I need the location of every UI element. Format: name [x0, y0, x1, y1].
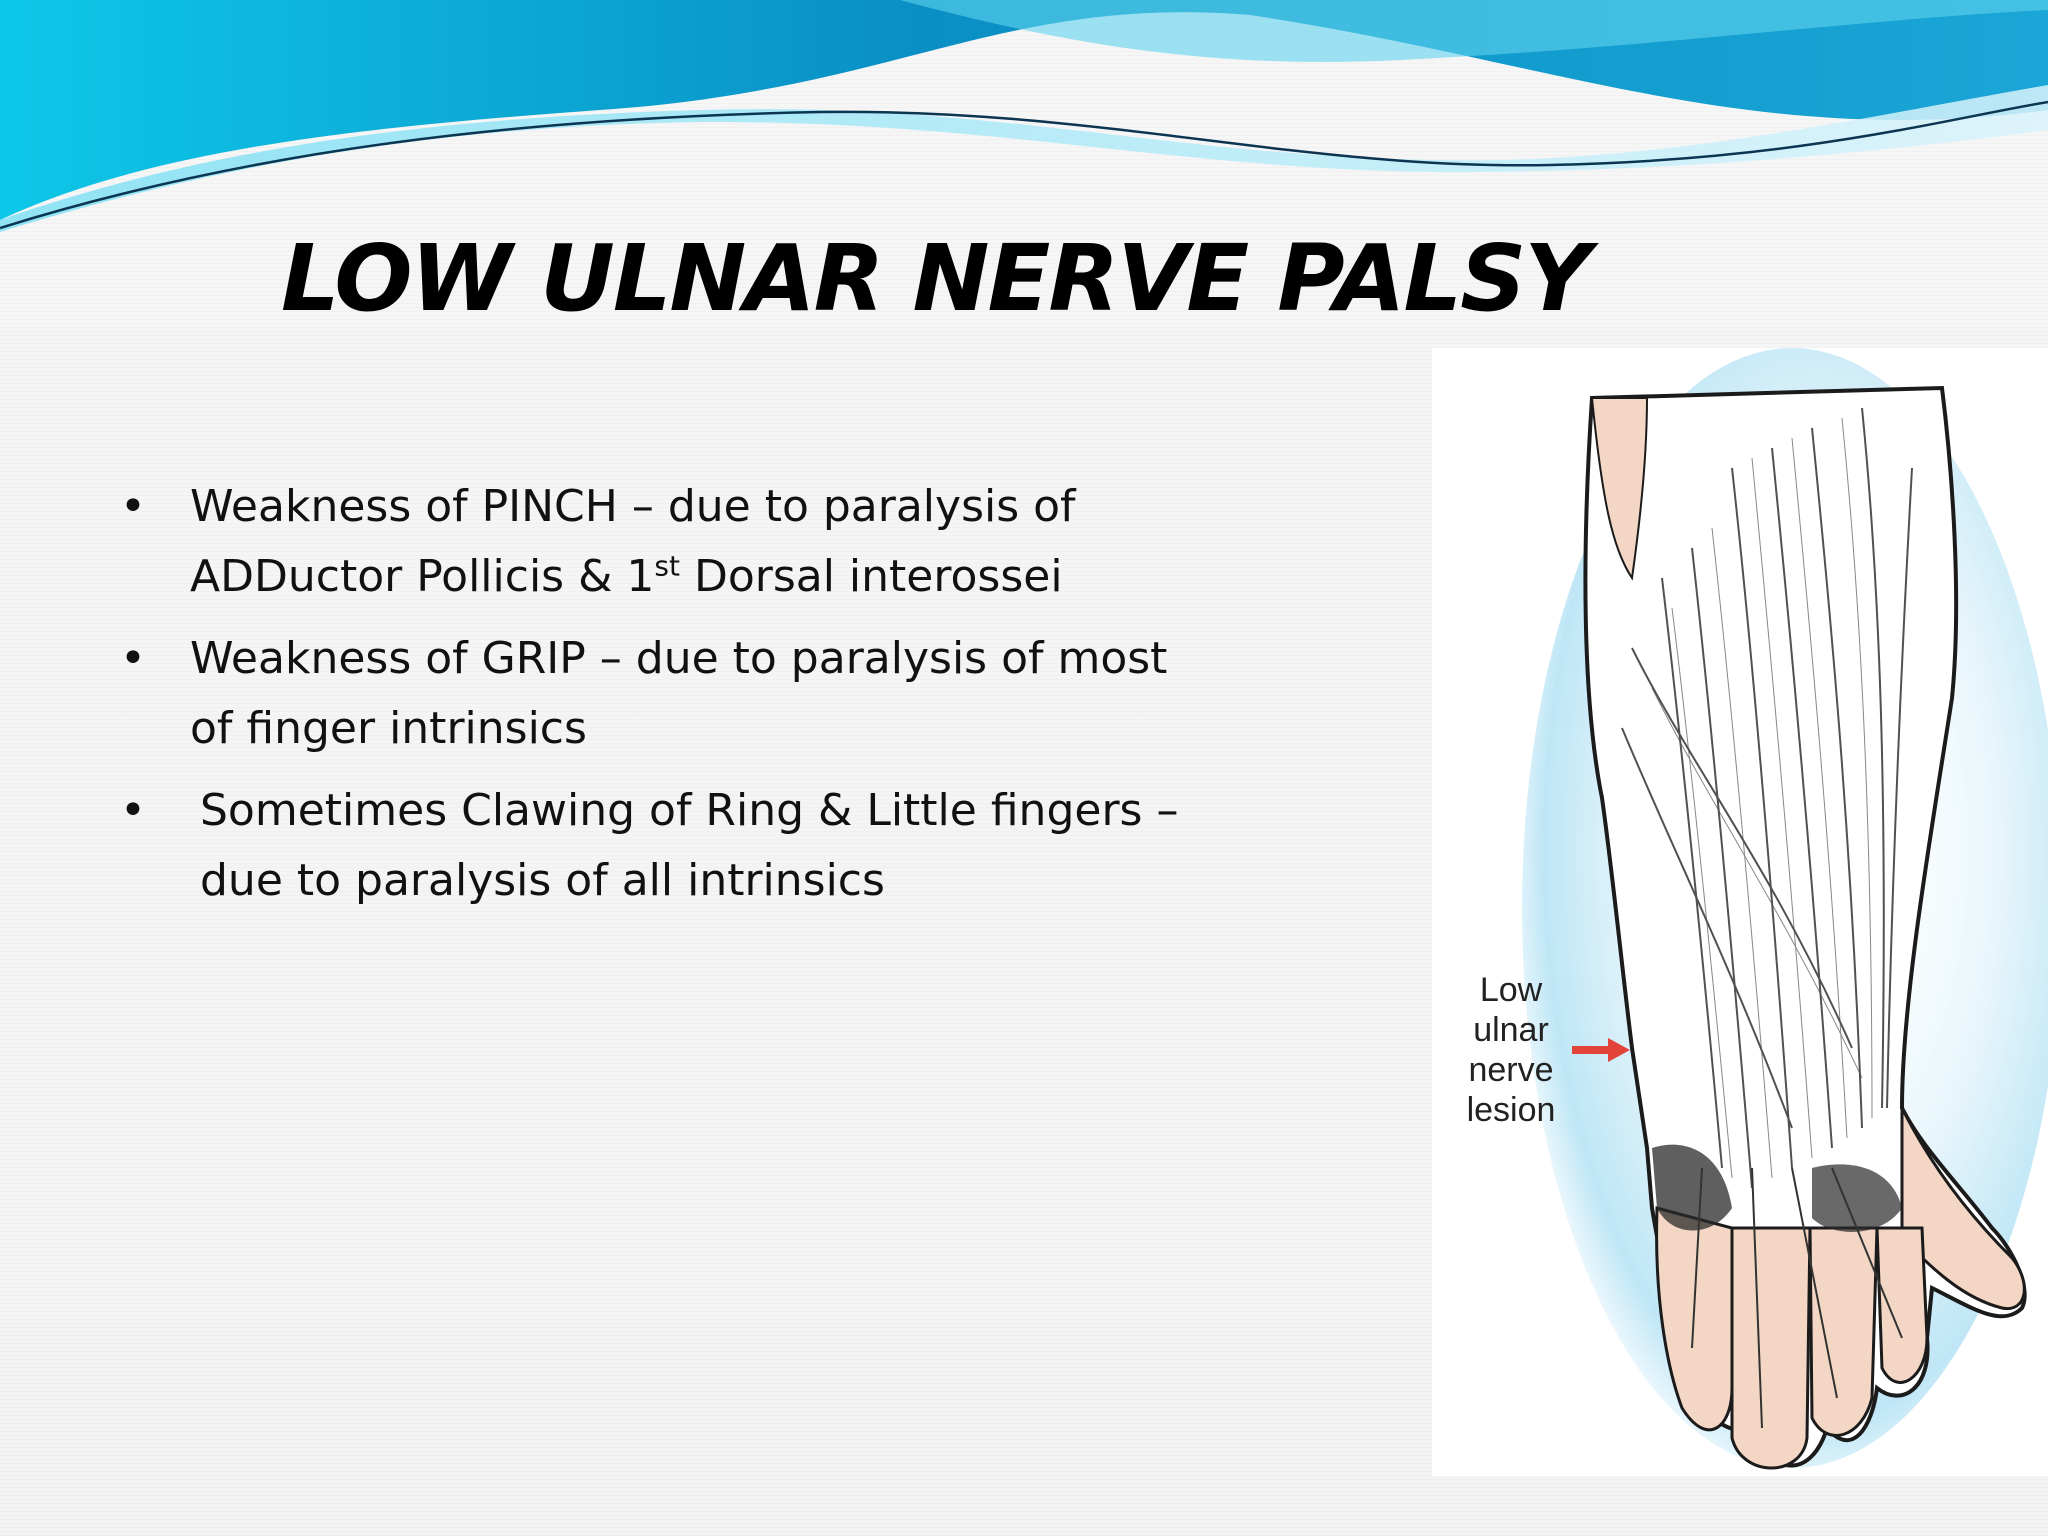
- figure-label-line: Low: [1479, 971, 1543, 1009]
- bullet-text: Weakness of GRIP – due to paralysis of m…: [120, 624, 1260, 764]
- bullet-line: ADDuctor Pollicis & 1: [190, 551, 655, 602]
- bullet-marker: •: [120, 633, 146, 684]
- bullet-line: due to paralysis of all intrinsics: [200, 855, 885, 906]
- bullet-marker: •: [120, 785, 146, 836]
- bullet-marker: •: [120, 481, 146, 532]
- figure-label-line: lesion: [1466, 1091, 1556, 1129]
- forearm-anatomy-illustration: [1432, 348, 2048, 1476]
- figure-label: Low ulnar nerve lesion: [1456, 970, 1566, 1130]
- superscript: st: [654, 549, 680, 583]
- slide-title: LOW ULNAR NERVE PALSY: [281, 225, 1591, 332]
- bullet-line: Weakness of PINCH – due to paralysis of: [190, 481, 1076, 532]
- bullet-line: Sometimes Clawing of Ring & Little finge…: [200, 785, 1179, 836]
- bullet-text: Weakness of PINCH – due to paralysis of …: [120, 472, 1260, 612]
- figure-label-line: ulnar: [1473, 1011, 1549, 1049]
- bullet-line: of finger intrinsics: [190, 703, 587, 754]
- bullet-list: • Weakness of PINCH – due to paralysis o…: [120, 472, 1260, 928]
- bullet-item: • Weakness of GRIP – due to paralysis of…: [120, 624, 1260, 764]
- bullet-line: Weakness of GRIP – due to paralysis of m…: [190, 633, 1168, 684]
- bullet-item: • Weakness of PINCH – due to paralysis o…: [120, 472, 1260, 612]
- lesion-arrow-icon: [1572, 1038, 1630, 1062]
- figure-label-line: nerve: [1468, 1051, 1554, 1089]
- bullet-text: Sometimes Clawing of Ring & Little finge…: [120, 776, 1260, 916]
- header-wave-decoration: [0, 0, 2048, 232]
- bullet-line: Dorsal interossei: [679, 551, 1063, 602]
- bullet-item: • Sometimes Clawing of Ring & Little fin…: [120, 776, 1260, 916]
